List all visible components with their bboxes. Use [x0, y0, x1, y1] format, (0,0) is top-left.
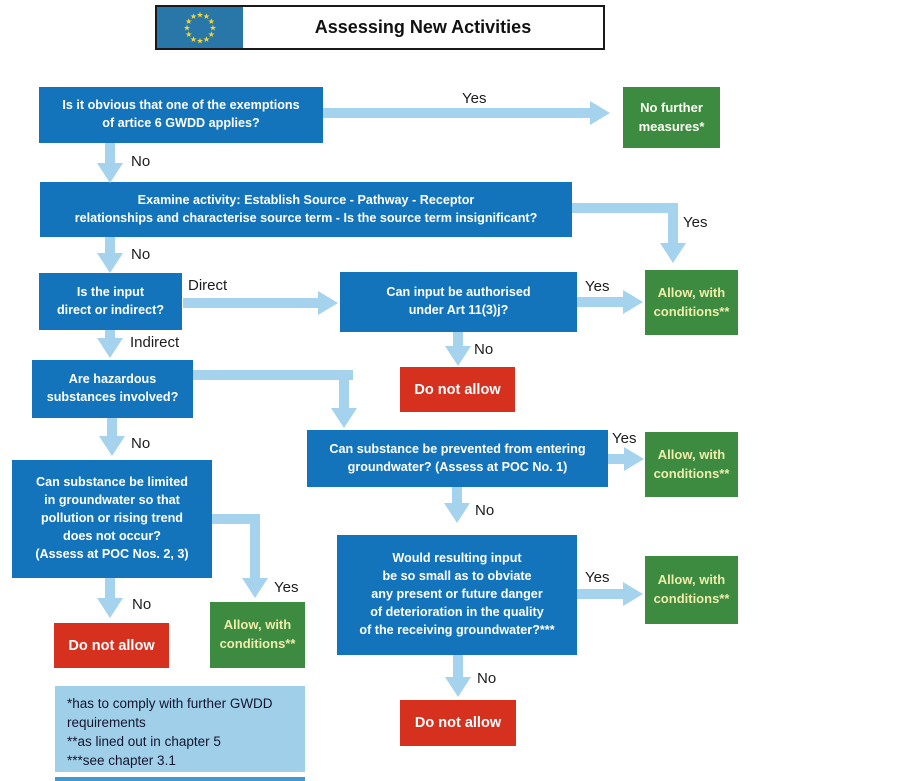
node-exemption-question: Is it obvious that one of the exemptions… [39, 87, 323, 143]
arrow-limited-yes-v [250, 514, 260, 578]
arrowhead-down-icon [444, 503, 470, 523]
arrowhead-down-icon [660, 243, 686, 263]
node-allow-conditions-3: Allow, with conditions** [645, 556, 738, 624]
label-exemption-yes: Yes [462, 90, 487, 107]
node-allow-conditions-4: Allow, with conditions** [210, 602, 305, 668]
svg-text:★: ★ [185, 30, 192, 39]
svg-text:★: ★ [196, 11, 203, 20]
arrowhead-down-icon [97, 253, 123, 273]
label-authorised-no: No [474, 341, 494, 358]
arrow-exemption-yes [323, 108, 590, 118]
arrow-authorised-yes [577, 297, 623, 307]
arrow-limited-no [105, 578, 115, 598]
arrowhead-right-icon [623, 290, 643, 314]
arrowhead-right-icon [623, 582, 643, 606]
footnotes-box: *has to comply with further GWDD require… [55, 686, 305, 772]
node-prevented-entering: Can substance be prevented from entering… [307, 430, 608, 487]
label-prevented-no: No [475, 502, 495, 519]
svg-text:★: ★ [190, 35, 197, 44]
arrow-prevented-yes [608, 454, 624, 464]
arrow-exemption-no [105, 143, 115, 163]
arrowhead-down-icon [97, 338, 123, 358]
svg-text:★: ★ [208, 17, 215, 26]
arrowhead-right-icon [318, 291, 338, 315]
arrow-examine-yes-h [572, 203, 678, 213]
label-limited-no: No [132, 596, 152, 613]
svg-text:★: ★ [208, 30, 215, 39]
arrow-examine-no [105, 237, 115, 253]
svg-text:★: ★ [183, 24, 190, 33]
label-limited-yes: Yes [274, 579, 299, 596]
arrow-prevented-no [452, 487, 462, 503]
node-do-not-allow-3: Do not allow [400, 700, 516, 746]
arrowhead-down-icon [99, 436, 125, 456]
svg-text:★: ★ [203, 12, 210, 21]
arrowhead-down-icon [445, 677, 471, 697]
arrow-obviate-yes [577, 589, 623, 599]
arrowhead-right-icon [624, 447, 644, 471]
label-prevented-yes: Yes [612, 430, 637, 447]
node-allow-conditions-1: Allow, with conditions** [645, 270, 738, 335]
node-obviate-danger: Would resulting input be so small as to … [337, 535, 577, 655]
bottom-cutoff-strip [55, 777, 305, 781]
arrowhead-down-icon [445, 346, 471, 366]
svg-text:★: ★ [203, 35, 210, 44]
node-do-not-allow-1: Do not allow [400, 367, 515, 412]
label-obviate-no: No [477, 670, 497, 687]
node-substance-limited: Can substance be limited in groundwater … [12, 460, 212, 578]
arrow-limited-yes-h [212, 514, 260, 524]
label-authorised-yes: Yes [585, 278, 610, 295]
label-examine-no: No [131, 246, 151, 263]
arrow-obviate-no [453, 655, 463, 677]
eu-flag-icon: ★ ★ ★ ★ ★ ★ ★ ★ ★ ★ ★ ★ [157, 7, 243, 48]
svg-text:★: ★ [185, 17, 192, 26]
arrow-hazardous-yes-v [339, 370, 349, 408]
node-direct-or-indirect: Is the input direct or indirect? [39, 273, 182, 330]
arrow-examine-yes-v [668, 203, 678, 243]
arrow-indirect [105, 330, 115, 338]
arrow-authorised-no [453, 332, 463, 346]
node-do-not-allow-2: Do not allow [54, 623, 169, 668]
arrow-hazardous-no [107, 418, 117, 436]
node-authorised-art11: Can input be authorised under Art 11(3)j… [340, 272, 577, 332]
node-allow-conditions-2: Allow, with conditions** [645, 432, 738, 497]
label-exemption-no: No [131, 153, 151, 170]
arrowhead-down-icon [242, 578, 268, 598]
arrow-hazardous-yes-h [193, 370, 353, 380]
svg-text:★: ★ [196, 37, 203, 46]
title-bar: ★ ★ ★ ★ ★ ★ ★ ★ ★ ★ ★ ★ Assessing New Ac… [155, 5, 605, 50]
node-hazardous-substances: Are hazardous substances involved? [32, 360, 193, 418]
arrowhead-down-icon [97, 598, 123, 618]
label-obviate-yes: Yes [585, 569, 610, 586]
arrowhead-down-icon [97, 163, 123, 183]
svg-text:★: ★ [190, 12, 197, 21]
label-indirect: Indirect [130, 334, 180, 351]
label-direct: Direct [188, 277, 228, 294]
node-examine-activity: Examine activity: Establish Source - Pat… [40, 182, 572, 237]
label-hazardous-no: No [131, 435, 151, 452]
arrowhead-right-icon [590, 101, 610, 125]
page-title: Assessing New Activities [314, 17, 532, 37]
arrow-direct [183, 298, 318, 308]
svg-text:★: ★ [209, 24, 216, 33]
arrowhead-down-icon [331, 408, 357, 428]
node-no-further-measures: No further measures* [623, 87, 720, 148]
label-examine-yes: Yes [683, 214, 708, 231]
